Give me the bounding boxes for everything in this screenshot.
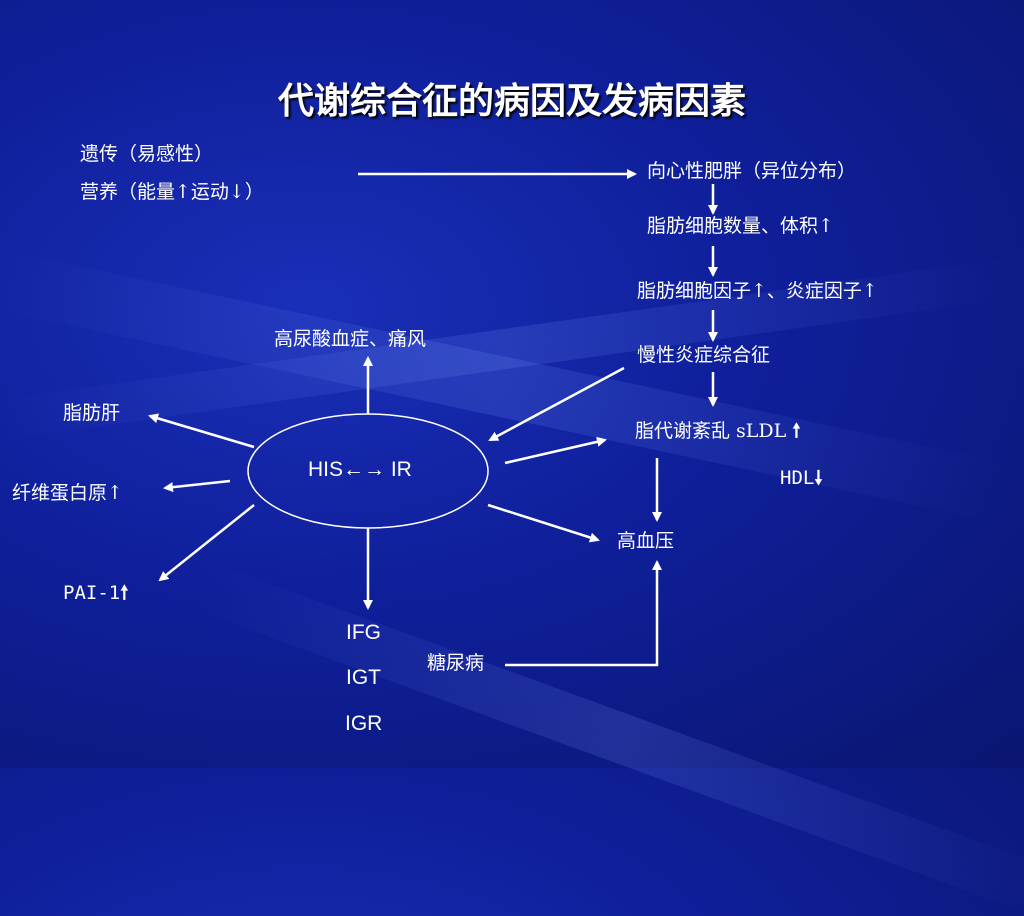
node-igt: IGT xyxy=(346,666,381,689)
node-adipocyte-factors: 脂肪细胞因子↑、炎症因子↑ xyxy=(637,280,878,302)
node-central-obesity: 向心性肥胖（异位分布） xyxy=(647,160,857,182)
node-hyperuricemia: 高尿酸血症、痛风 xyxy=(274,328,427,350)
node-fibrinogen: 纤维蛋白原↑ xyxy=(12,482,123,504)
up-arrow-icon: 🠕 xyxy=(792,420,801,442)
arrow-center-to-fibrinogen xyxy=(163,479,231,493)
node-adipocyte-count: 脂肪细胞数量、体积↑ xyxy=(647,215,834,237)
up-arrow-icon: 🠕 xyxy=(120,582,129,604)
down-arrow-icon: 🠗 xyxy=(814,467,823,489)
node-pai1: PAI-1🠕 xyxy=(63,582,128,605)
node-hypertension: 高血压 xyxy=(617,530,675,552)
center-ellipse-label: HIS←→ IR xyxy=(308,458,412,481)
arrow-center-to-pai1 xyxy=(158,504,255,582)
page-title: 代谢综合征的病因及发病因素 xyxy=(277,81,746,122)
node-chronic-inflammation: 慢性炎症综合征 xyxy=(637,344,771,366)
cause-genetics: 遗传（易感性） xyxy=(80,143,214,165)
node-lipid-disorder: 脂代谢紊乱 sLDL 🠕 xyxy=(635,420,800,443)
node-ifg: IFG xyxy=(346,621,381,644)
lipid-disorder-label: 脂代谢紊乱 sLDL xyxy=(635,420,787,442)
node-diabetes: 糖尿病 xyxy=(427,652,485,674)
flow-diagram xyxy=(148,169,718,667)
arrow-inflammation-to-center xyxy=(488,366,625,442)
pai1-label: PAI-1 xyxy=(63,582,121,604)
arrow-diabetes-to-hypertension xyxy=(505,560,662,667)
center-ellipse xyxy=(247,413,489,529)
arrow-center-to-fatty-liver xyxy=(148,413,255,449)
hdl-label: HDL xyxy=(780,467,815,489)
arrow-center-to-lipid xyxy=(504,436,607,465)
cause-nutrition: 营养（能量↑运动↓） xyxy=(80,181,264,203)
node-fatty-liver: 脂肪肝 xyxy=(63,402,121,424)
node-igr: IGR xyxy=(345,712,383,735)
arrow-center-to-hypertension xyxy=(487,503,600,543)
node-hdl: HDL🠗 xyxy=(780,467,822,490)
